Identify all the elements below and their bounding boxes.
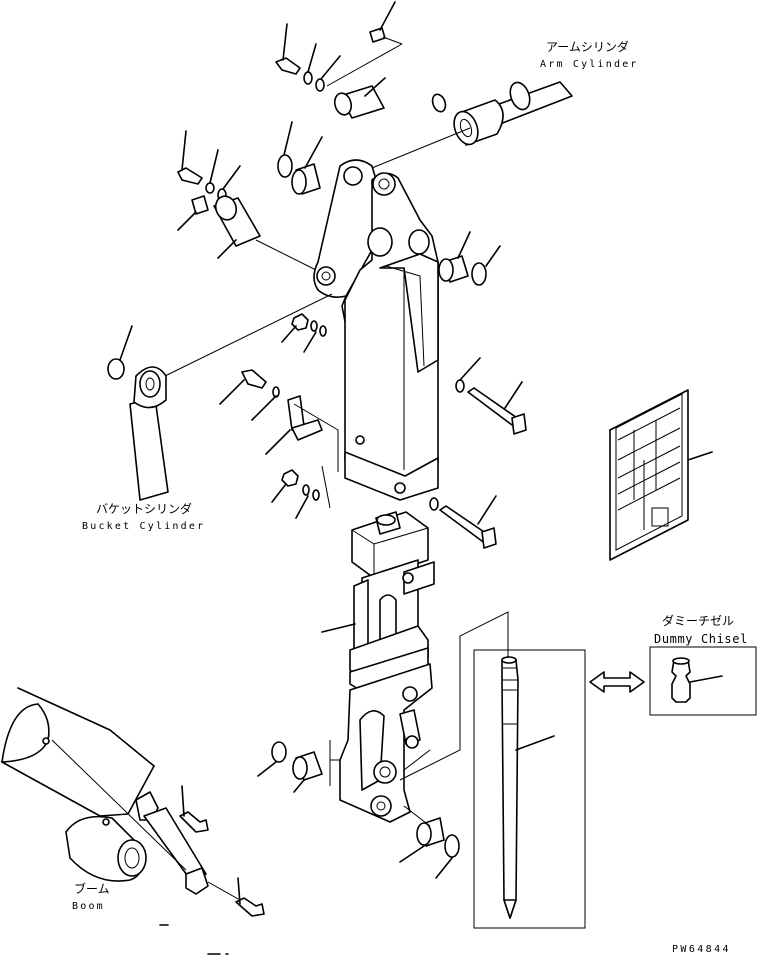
chisel-leader	[399, 611, 509, 781]
decal-plate	[609, 389, 713, 561]
drawing-code: PW64844	[672, 944, 731, 955]
boom-label-jp: ブーム	[74, 881, 110, 896]
washer-mid-right	[455, 379, 465, 393]
boom	[1, 687, 155, 882]
chisel-box	[473, 649, 586, 929]
pin-left	[213, 195, 261, 259]
arm-cylinder-label-jp: アームシリンダ	[546, 39, 629, 54]
washer-left-1	[205, 182, 215, 194]
breaker-body	[321, 559, 435, 709]
bolt-mid-right	[467, 381, 527, 435]
breaker-head	[351, 511, 429, 579]
pin-top	[333, 77, 386, 119]
breaker-lower-bracket	[329, 663, 433, 823]
boom-label-en: Boom	[72, 901, 105, 912]
washer-top-2	[315, 78, 325, 92]
bolt-low-right	[439, 495, 497, 549]
grease-fitting-top	[369, 1, 403, 45]
bucket-cylinder-label-jp: バケットシリンダ	[96, 501, 192, 516]
bolt-mid-left	[219, 369, 267, 405]
bucket-cylinder-label-en: Bucket Cylinder	[82, 521, 205, 532]
boom-bolt-upper	[179, 785, 209, 833]
bolt-top	[275, 23, 301, 75]
dummy-chisel-label-jp: ダミーチゼル	[662, 613, 734, 628]
dust-seal-lower-right	[444, 834, 460, 858]
boom-hose-bracket	[51, 739, 209, 895]
dust-seal-lower-left	[271, 741, 287, 763]
arm-cylinder	[431, 81, 573, 146]
boom-bolt-lower	[207, 877, 265, 917]
plate-bracket	[265, 395, 323, 455]
leader-arm-cylinder	[371, 127, 471, 169]
bucket-cylinder	[107, 325, 169, 501]
dummy-chisel-box	[649, 646, 757, 716]
equivalence-arrow	[589, 671, 645, 693]
arm-cylinder-label-en: Arm Cylinder	[540, 59, 639, 70]
dust-seal-upper-right	[471, 262, 487, 286]
dust-seal-upper-left	[277, 154, 293, 178]
grease-fitting-left	[191, 195, 209, 215]
bolt-left	[177, 167, 203, 185]
breaker-bracket	[344, 172, 439, 501]
washer-top-1	[303, 71, 313, 85]
dummy-chisel-label-en: Dummy Chisel	[654, 632, 748, 646]
washer-low-right	[429, 497, 439, 511]
nut-low	[281, 469, 299, 487]
